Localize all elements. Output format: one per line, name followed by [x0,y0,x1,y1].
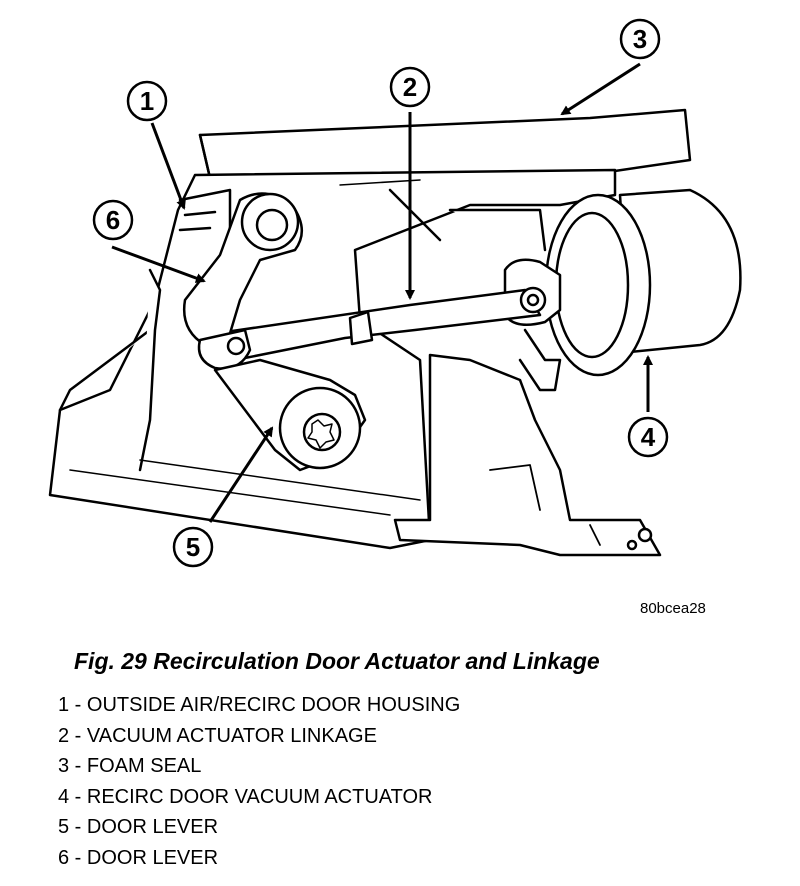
svg-text:1: 1 [140,86,154,116]
svg-text:4: 4 [641,422,656,452]
vacuum-actuator [503,188,742,392]
lower-bracket [393,353,662,557]
callout-5: 5 [172,526,214,568]
svg-text:3: 3 [633,24,647,54]
legend-item: 4 - RECIRC DOOR VACUUM ACTUATOR [58,785,433,808]
legend-item: 2 - VACUUM ACTUATOR LINKAGE [58,724,377,747]
actuator-linkage-diagram: 1 2 3 4 5 6 [48,18,742,568]
callout-6: 6 [92,199,134,241]
legend-item: 3 - FOAM SEAL [58,755,202,777]
figure-caption: Fig. 29 Recirculation Door Actuator and … [74,648,600,674]
leader-arrow-6 [111,245,206,283]
legend-item: 6 - DOOR LEVER [58,846,219,869]
leader-arrow-5 [208,426,274,523]
image-code: 80bcea28 [640,600,706,617]
legend-item: 1 - OUTSIDE AIR/RECIRC DOOR HOUSING [58,694,461,716]
foam-seal [198,108,692,180]
leader-arrow-3 [560,62,641,116]
callout-2: 2 [389,66,431,108]
upper-door-lever [182,192,303,370]
legend-item: 5 - DOOR LEVER [58,816,219,838]
svg-text:5: 5 [186,532,200,562]
callout-1: 1 [126,80,168,122]
lower-door-lever [213,358,367,472]
legend-list: 1 - OUTSIDE AIR/RECIRC DOOR HOUSING 2 - … [58,690,460,873]
svg-text:2: 2 [403,72,417,102]
leader-arrow-1 [150,122,186,210]
svg-text:6: 6 [106,205,120,235]
door-housing [48,168,617,550]
callout-4: 4 [627,416,669,458]
callout-3: 3 [619,18,661,60]
